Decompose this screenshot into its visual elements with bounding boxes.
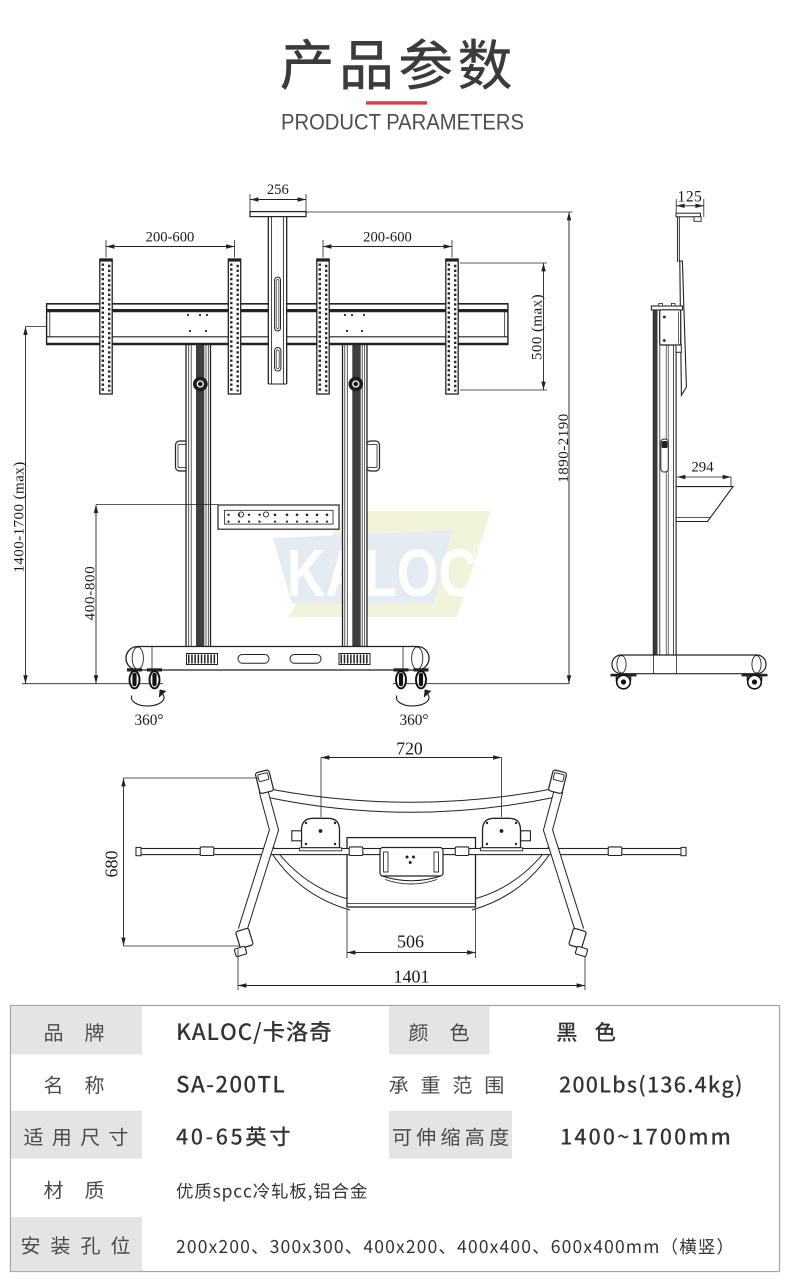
svg-text:506: 506	[397, 932, 424, 952]
svg-text:256: 256	[267, 182, 289, 198]
svg-text:KALOC: KALOC	[287, 535, 478, 610]
svg-text:680: 680	[102, 851, 122, 878]
svg-text:1400-1700 (max): 1400-1700 (max)	[12, 461, 28, 572]
svg-text:360°: 360°	[399, 712, 428, 729]
svg-text:200-600: 200-600	[363, 230, 412, 246]
svg-text:720: 720	[396, 739, 423, 759]
svg-text:®: ®	[473, 539, 489, 564]
svg-text:360°: 360°	[134, 712, 163, 729]
svg-text:400-800: 400-800	[83, 566, 99, 621]
svg-text:PRODUCT PARAMETERS: PRODUCT PARAMETERS	[281, 110, 524, 135]
svg-text:125: 125	[678, 189, 703, 206]
svg-text:294: 294	[691, 460, 714, 476]
svg-text:1401: 1401	[394, 967, 430, 987]
svg-text:500 (max): 500 (max)	[530, 294, 546, 360]
svg-text:1890-2190: 1890-2190	[556, 413, 572, 483]
svg-text:200-600: 200-600	[146, 230, 195, 246]
